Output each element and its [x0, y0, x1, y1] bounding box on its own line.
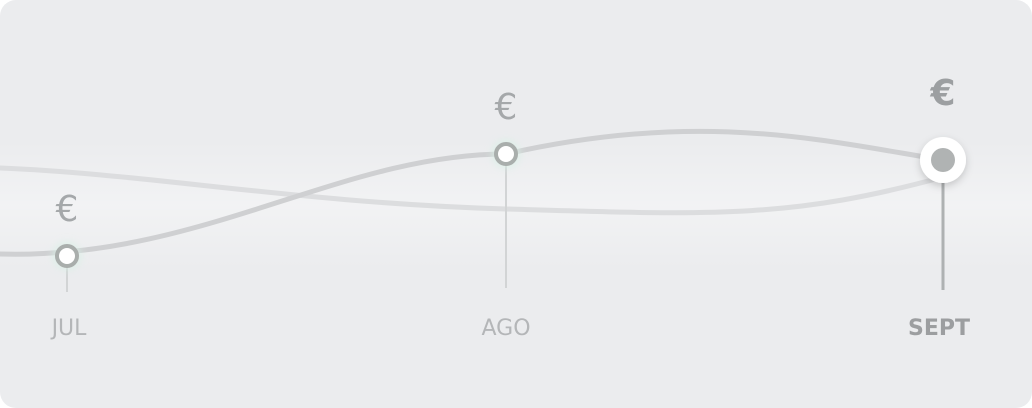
active-marker-dot [931, 148, 955, 172]
euro-icon: € [930, 73, 956, 114]
euro-icon: € [55, 189, 79, 230]
euro-icon: € [494, 87, 518, 128]
month-label-jul[interactable]: JUL [51, 316, 87, 341]
marker-jul[interactable] [55, 244, 79, 268]
month-label-ago[interactable]: AGO [481, 316, 531, 341]
marker-ago[interactable] [494, 142, 518, 166]
month-label-sept[interactable]: SEPT [907, 316, 971, 341]
